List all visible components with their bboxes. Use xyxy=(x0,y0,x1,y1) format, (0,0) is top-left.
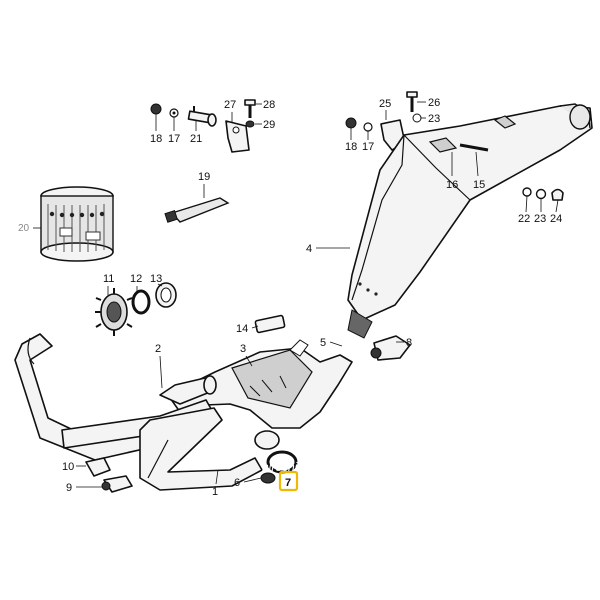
part-air-filter xyxy=(40,186,114,262)
part-clamp-8 xyxy=(370,335,411,361)
label-6: 6 xyxy=(234,477,240,489)
part-labels: 18 17 21 27 28 29 18 17 25 26 23 16 15 2… xyxy=(18,97,562,498)
label-17-right: 17 xyxy=(362,141,374,153)
part-muffler xyxy=(347,103,593,339)
label-16: 16 xyxy=(446,179,458,191)
label-9: 9 xyxy=(66,482,72,494)
label-8: 8 xyxy=(406,337,412,349)
part-bracket-27 xyxy=(225,99,256,153)
label-10: 10 xyxy=(62,461,74,473)
highlight-box-7 xyxy=(278,470,299,492)
part-gasket-14 xyxy=(254,314,286,334)
label-25: 25 xyxy=(379,98,391,110)
leader-lines xyxy=(33,101,559,488)
part-paste-tube xyxy=(164,197,230,223)
label-1: 1 xyxy=(212,486,218,498)
label-11: 11 xyxy=(103,273,114,285)
part-header-pipes xyxy=(14,333,263,491)
label-4: 4 xyxy=(306,243,312,255)
label-23-right: 23 xyxy=(534,213,546,225)
part-clamps-lower xyxy=(85,430,298,493)
label-18-right: 18 xyxy=(345,141,357,153)
label-17-left: 17 xyxy=(168,133,180,145)
label-29: 29 xyxy=(263,119,275,131)
label-26: 26 xyxy=(428,97,440,109)
label-23-top: 23 xyxy=(428,113,440,125)
label-28: 28 xyxy=(263,99,275,111)
label-14: 14 xyxy=(236,323,248,335)
watermark-text: hirochi xyxy=(262,460,298,474)
label-19: 19 xyxy=(198,171,210,183)
label-7: 7 xyxy=(285,477,291,489)
part-gear-ring-set xyxy=(95,282,177,336)
label-21: 21 xyxy=(190,133,202,145)
part-collector xyxy=(167,339,353,429)
label-22: 22 xyxy=(518,213,530,225)
label-27: 27 xyxy=(224,99,236,111)
label-18-left: 18 xyxy=(150,133,162,145)
label-5: 5 xyxy=(320,337,326,349)
label-24: 24 xyxy=(550,213,562,225)
part-hardware-22-24 xyxy=(522,187,564,201)
part-hardware-top-left xyxy=(150,103,217,127)
label-2: 2 xyxy=(155,343,161,355)
label-12: 12 xyxy=(130,273,142,285)
label-20: 20 xyxy=(18,223,30,234)
label-15: 15 xyxy=(473,179,485,191)
label-3: 3 xyxy=(240,343,246,355)
label-13: 13 xyxy=(150,273,162,285)
